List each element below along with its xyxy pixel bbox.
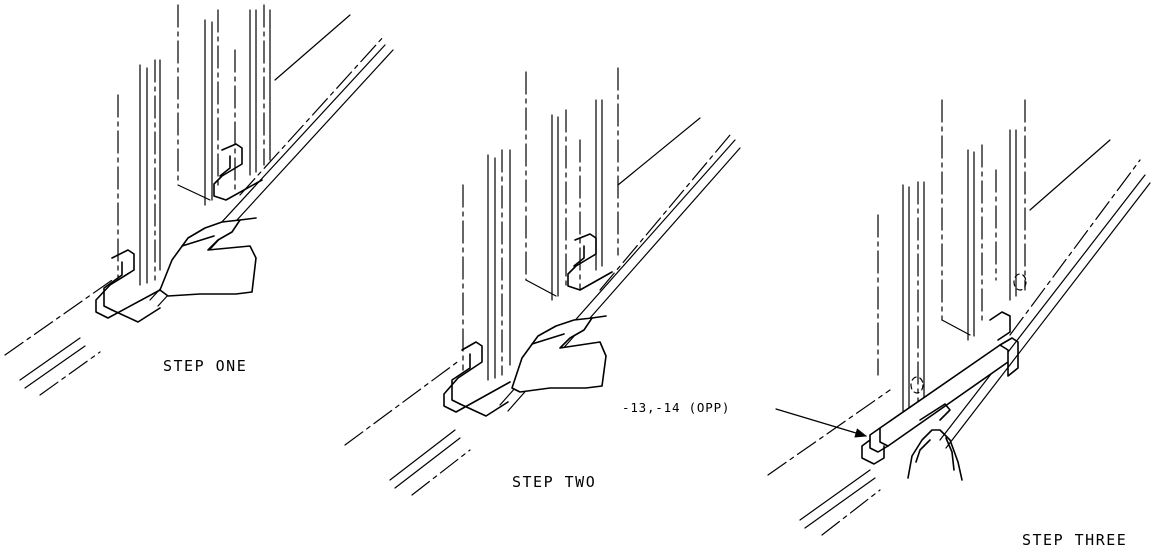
step-two-label: STEP TWO xyxy=(512,473,596,491)
step-three-tool xyxy=(907,429,963,481)
step-one-tool xyxy=(159,217,257,297)
step-three-figure: -13,-14 (OPP) STEP THREE xyxy=(622,99,1151,549)
step-one-label: STEP ONE xyxy=(163,357,247,375)
step-three-lower-rail xyxy=(767,139,1151,536)
step-one-lower-rail xyxy=(4,14,394,396)
step-one-vertical-rods xyxy=(117,4,271,286)
step-two-figure: STEP TWO xyxy=(344,67,741,496)
step-two-clip xyxy=(443,233,613,417)
step-two-lower-rail xyxy=(344,117,741,496)
step-three-vertical-rods xyxy=(877,99,1026,419)
step-two-tool xyxy=(511,315,607,393)
callout-leader-arrow xyxy=(775,408,868,438)
step-three-clip xyxy=(861,273,1027,465)
step-one-figure: STEP ONE xyxy=(4,4,394,396)
callout-part-numbers: -13,-14 (OPP) xyxy=(622,400,730,415)
step-three-label: STEP THREE xyxy=(1022,531,1127,549)
step-one-clip xyxy=(95,143,263,323)
step-two-vertical-rods xyxy=(462,67,619,381)
